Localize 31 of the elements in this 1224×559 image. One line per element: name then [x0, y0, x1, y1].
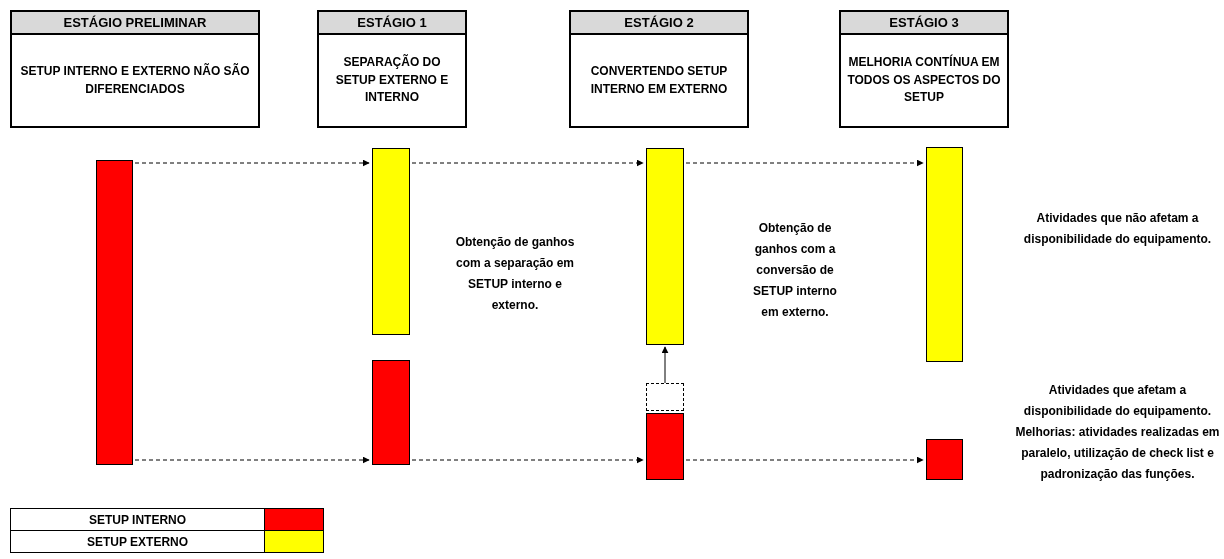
bar: [926, 439, 963, 480]
stage-box: [839, 10, 1009, 128]
bar: [96, 160, 133, 465]
arrow: [134, 159, 370, 167]
stage-heading: ESTÁGIO 1: [319, 12, 465, 35]
arrow: [411, 159, 644, 167]
arrow: [411, 456, 644, 464]
stage-box: [10, 10, 260, 128]
note-text: Obtenção de ganhos com a separação em SETUP interno e externo.: [455, 234, 575, 314]
stage-heading: ESTÁGIO PRELIMINAR: [12, 12, 258, 35]
stage-box: [317, 10, 467, 128]
arrow: [685, 456, 924, 464]
arrow: [661, 346, 669, 384]
bar: [372, 148, 410, 335]
stage-heading: ESTÁGIO 2: [571, 12, 747, 35]
stage-description: SETUP INTERNO E EXTERNO NÃO SÃO DIFERENCIADOS: [19, 63, 251, 98]
stage-description: CONVERTENDO SETUP INTERNO EM EXTERNO: [589, 63, 729, 98]
stage-box: [569, 10, 749, 128]
dashed-box: [646, 383, 684, 411]
bar: [646, 413, 684, 480]
arrow: [134, 456, 370, 464]
note-text: Atividades que afetam a disponibilidade do equipamento. Melhorias: atividades realizadas em paralelo, utilização de check list e padronização das funções.: [1015, 382, 1220, 483]
bar: [372, 360, 410, 465]
bar: [646, 148, 684, 345]
stage-description: MELHORIA CONTÍNUA EM TODOS OS ASPECTOS DO SETUP: [846, 54, 1002, 107]
bar: [926, 147, 963, 362]
stage-description: SEPARAÇÃO DO SETUP EXTERNO E INTERNO: [334, 54, 450, 107]
note-text: Atividades que não afetam a disponibilidade do equipamento.: [1022, 210, 1213, 248]
stage-heading: ESTÁGIO 3: [841, 12, 1007, 35]
arrow: [685, 159, 924, 167]
note-text: Obtenção de ganhos com a conversão de SETUP interno em externo.: [752, 220, 838, 321]
